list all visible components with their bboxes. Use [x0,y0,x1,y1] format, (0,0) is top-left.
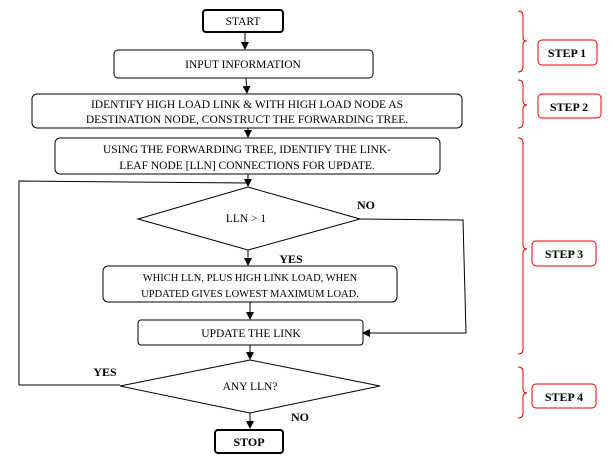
decision1-no-label: NO [357,198,375,212]
decision-lln-gt-1: LLN > 1 [136,186,362,251]
step-2-label: STEP 2 [550,100,588,114]
which-line-1: WHICH LLN, PLUS HIGH LINK LOAD, WHEN [143,273,358,284]
decision1-yes-label: YES [279,252,303,266]
decision2-no-label: NO [291,410,309,424]
decision2-yes-label: YES [93,365,117,379]
using-line-2: LEAF NODE [LLN] CONNECTIONS FOR UPDATE. [119,160,375,172]
step-2: STEP 2 [517,79,602,129]
step-4-label: STEP 4 [545,390,583,404]
which-node: WHICH LLN, PLUS HIGH LINK LOAD, WHEN UPD… [102,265,398,303]
decision2-label: ANY LLN? [223,381,278,393]
step-1: STEP 1 [517,10,598,73]
input-label: INPUT INFORMATION [185,59,301,71]
identify-line-1: IDENTIFY HIGH LOAD LINK & WITH HIGH LOAD… [91,99,403,111]
decision-any-lln: ANY LLN? [119,359,381,414]
start-node: START [202,9,284,33]
connectors [18,32,467,429]
input-node: INPUT INFORMATION [113,49,374,79]
update-node: UPDATE THE LINK [137,319,364,346]
identify-line-2: DESTINATION NODE, CONSTRUCT THE FORWARDI… [86,114,408,126]
update-label: UPDATE THE LINK [201,328,301,340]
start-label: START [226,16,261,28]
using-node: USING THE FORWARDING TREE, IDENTIFY THE … [54,137,441,175]
identify-node: IDENTIFY HIGH LOAD LINK & WITH HIGH LOAD… [31,93,463,129]
step-1-label: STEP 1 [548,46,586,60]
stop-node: STOP [214,429,284,454]
using-line-1: USING THE FORWARDING TREE, IDENTIFY THE … [103,144,391,156]
which-line-2: UPDATED GIVES LOWEST MAXIMUM LOAD. [141,289,359,300]
stop-label: STOP [233,435,264,449]
step-3: STEP 3 [517,137,597,355]
step-4: STEP 4 [517,366,597,419]
decision1-label: LLN > 1 [226,213,267,225]
step-3-label: STEP 3 [545,247,583,261]
